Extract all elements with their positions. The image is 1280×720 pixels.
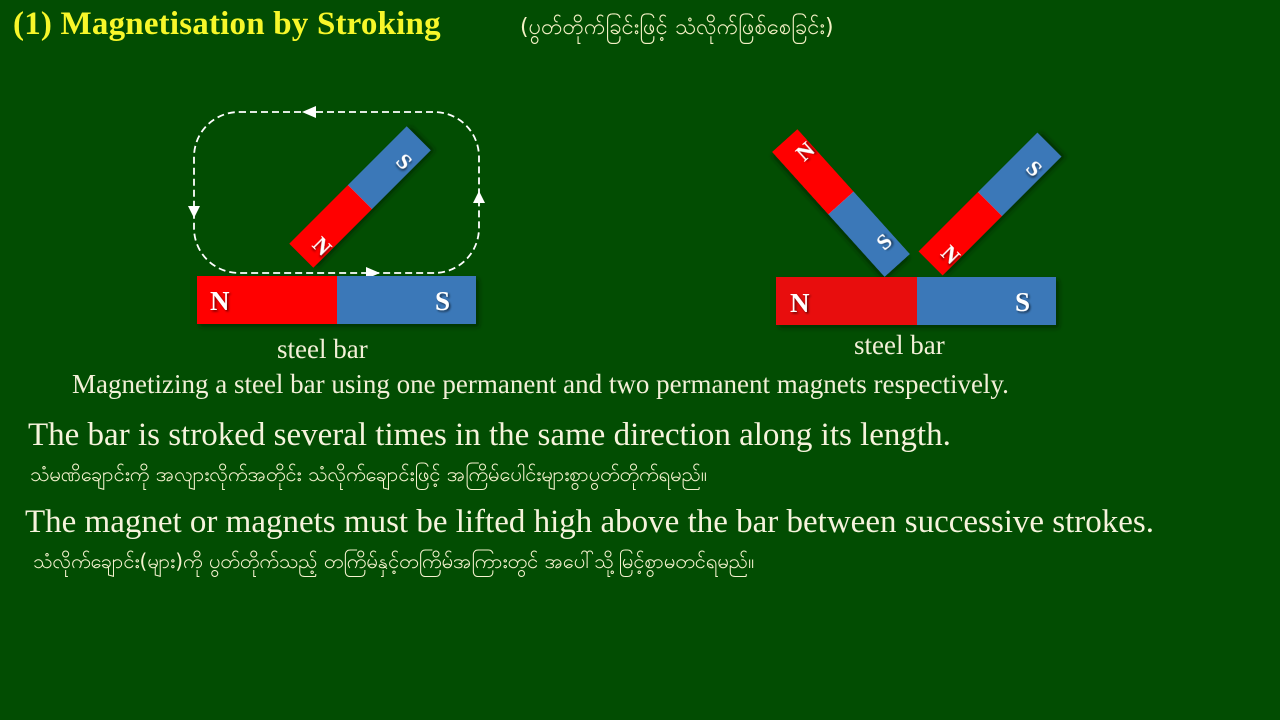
arrow-left-icon xyxy=(302,106,316,118)
diagram-two-magnets: N S N S N S xyxy=(772,129,1062,325)
steel-bar-label-left: steel bar xyxy=(277,334,368,364)
arrow-up-icon xyxy=(473,191,485,203)
stroking-magnet: N S xyxy=(289,126,431,268)
steel-bar-left xyxy=(197,276,476,324)
paragraph-1-myanmar: သံမဏိချောင်းကို အလျားလိုက်အတိုင်း သံလိုက… xyxy=(30,462,707,486)
slide-title: (1) Magnetisation by Stroking xyxy=(13,6,441,42)
paragraph-2-english: The magnet or magnets must be lifted hig… xyxy=(25,504,1154,540)
slide-subtitle-myanmar: (ပွတ်တိုက်ခြင်းဖြင့် သံလိုက်ဖြစ်စေခြင်း) xyxy=(520,15,834,40)
diagram-single-magnet: N S N S xyxy=(188,106,485,324)
stroke-path-dashed xyxy=(193,111,480,274)
bar-south-label: S xyxy=(1015,287,1030,317)
stroking-magnet-right: N S xyxy=(918,132,1062,276)
stroking-magnet-left: N S xyxy=(772,129,910,277)
steel-bar-label-right: steel bar xyxy=(854,330,945,360)
bar-north-label: N xyxy=(210,286,230,316)
arrow-down-icon xyxy=(188,206,200,218)
paragraph-2-myanmar: သံလိုက်ချောင်း(များ)ကို ပွတ်တိုက်သည့် တက… xyxy=(33,549,755,573)
paragraph-1-english: The bar is stroked several times in the … xyxy=(28,417,951,453)
diagram-caption: Magnetizing a steel bar using one perman… xyxy=(72,369,1009,399)
steel-bar-right xyxy=(776,277,1056,325)
bar-south-label: S xyxy=(435,286,450,316)
bar-north-label: N xyxy=(790,288,810,318)
